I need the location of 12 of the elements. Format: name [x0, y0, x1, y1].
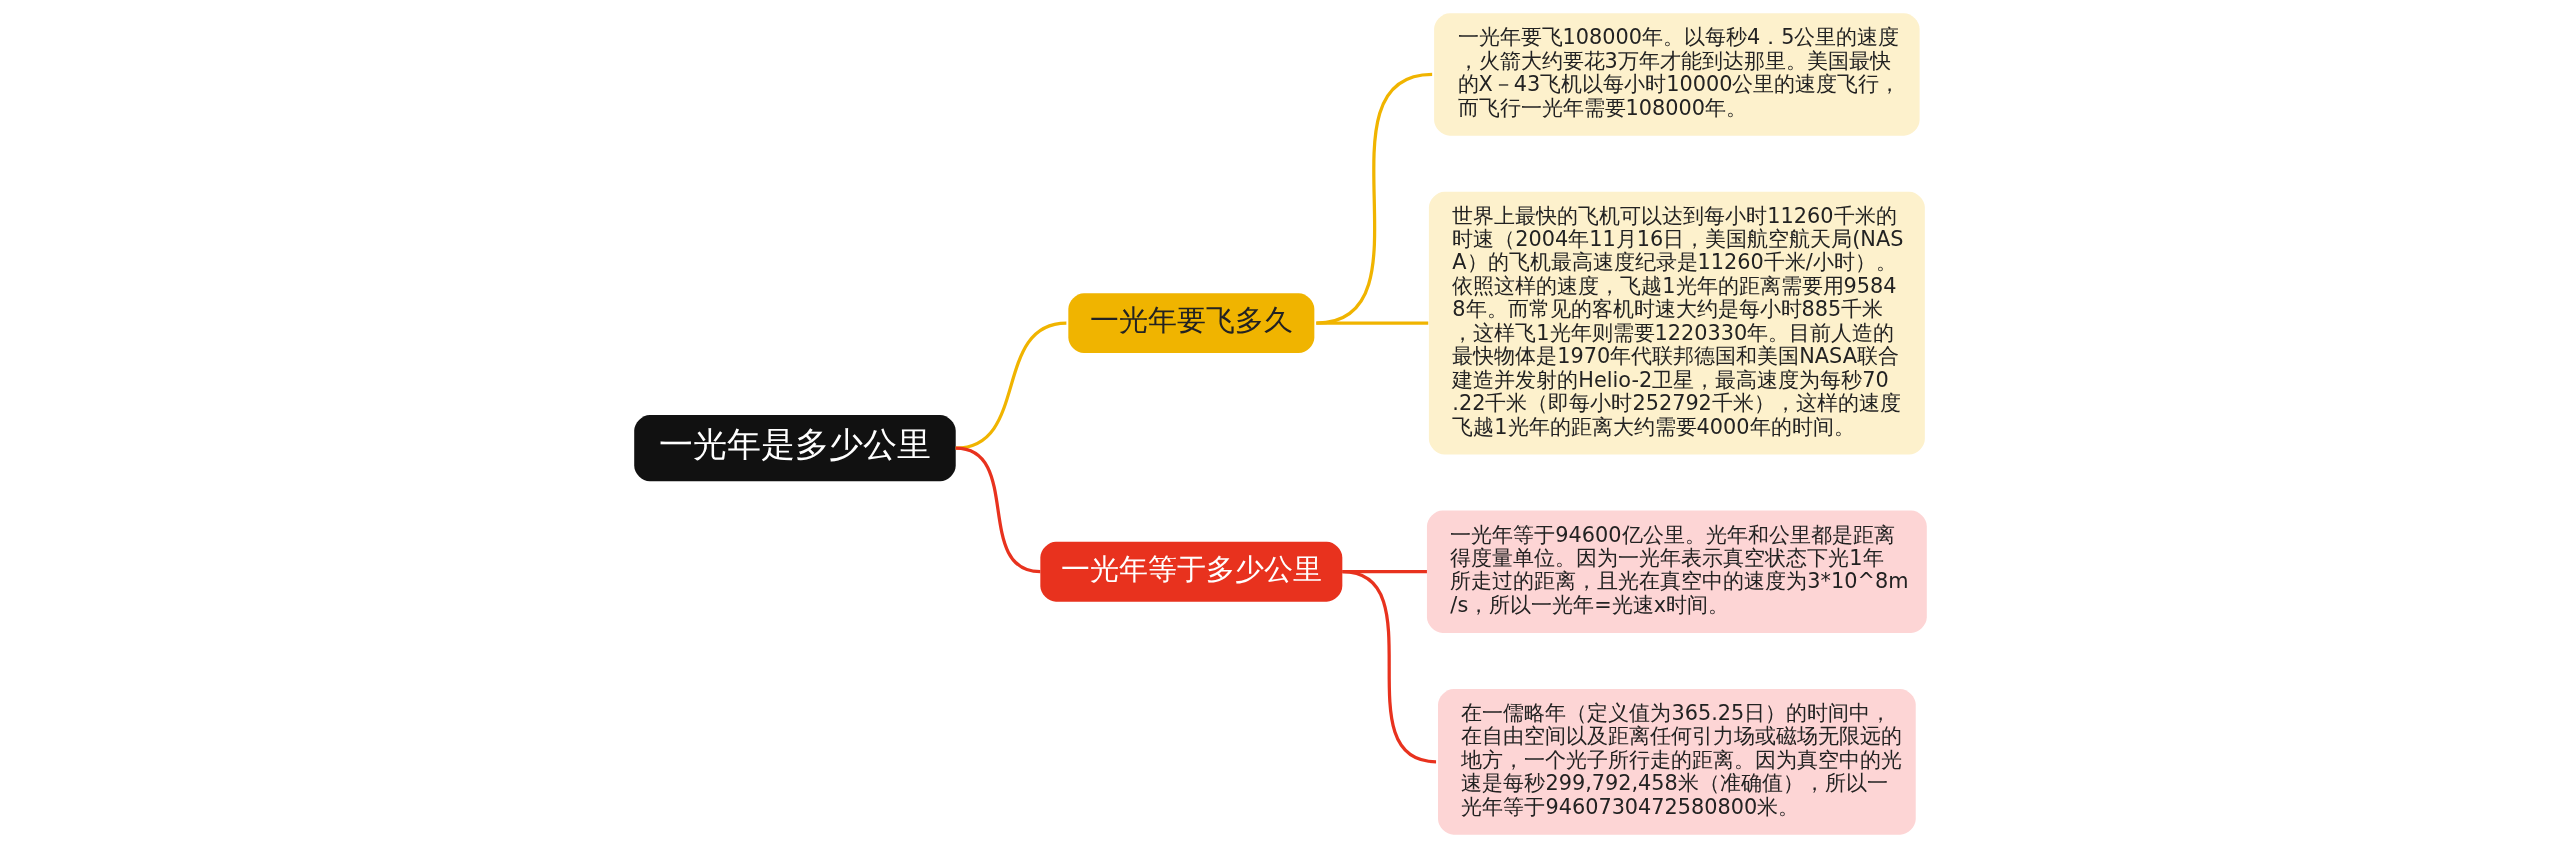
- node-box: 在一儒略年（定义值为365.25日）的时间中，在自由空间以及距离任何引力场或磁场无限远的地方，一个光子所行走的距离。因为真空中的光速是每秒299,792,458米（准确值），所以一光年等于9460730472580800米。: [1437, 688, 1916, 835]
- node-box: 世界上最快的飞机可以达到每小时11260千米的时速（2004年11月16日，美国航空航天局(NASA）的飞机最高速度纪录是11260千米/小时）。依照这样的速度，飞越1光年的距离需要用95848年。而常见的客机时速大约是每小时885千米，这样飞1光年则需要1220330年。目前人造的最快物体是1970年代联邦德国和美国NASA联合建造并发射的Helio-2卫星，最高速度为每秒70.22千米（即每小时252792千米），这样的速度飞越1光年的距离大约需要4000年的时间。: [1428, 191, 1925, 455]
- node-box: 一光年是多少公里: [633, 414, 956, 482]
- connector: [955, 321, 1067, 450]
- connector: [1315, 321, 1428, 325]
- node-box: 一光年要飞108000年。以每秒4．5公里的速度，火箭大约要花3万年才能到达那里。美国最快的X－43飞机以每小时10000公里的速度飞行，而飞行一光年需要108000年。: [1433, 13, 1920, 136]
- node-box: 一光年要飞多久: [1067, 293, 1314, 354]
- node-box: 一光年等于94600亿公里。光年和公里都是距离得度量单位。因为一光年表示真空状态下光1年所走过的距离，且光在真空中的速度为3*10^8m/s，所以一光年=光速x时间。: [1426, 510, 1927, 633]
- connector: [1341, 570, 1436, 764]
- connector: [954, 446, 1041, 574]
- node-box: 一光年等于多少公里: [1039, 541, 1342, 602]
- connector: [1315, 72, 1432, 325]
